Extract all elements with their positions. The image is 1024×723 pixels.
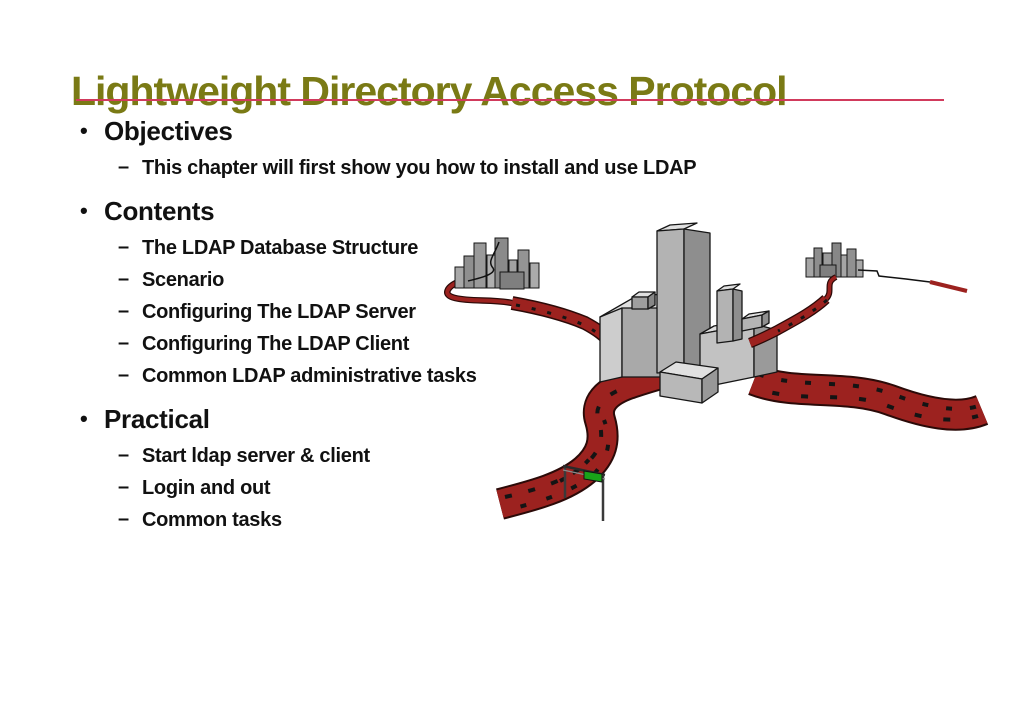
outline-item-text: Configuring The LDAP Client bbox=[142, 333, 410, 355]
outline-item-text: Practical bbox=[104, 404, 210, 434]
bullet-icon: • bbox=[80, 118, 88, 143]
outline-list: •Objectives–This chapter will first show… bbox=[0, 110, 1024, 536]
outline-item-text: Common tasks bbox=[142, 509, 282, 531]
outline-item-text: Contents bbox=[104, 196, 215, 226]
dash-icon: – bbox=[118, 156, 129, 178]
outline-item-level2: –Common LDAP administrative tasks bbox=[0, 360, 1024, 392]
slide-title: Lightweight Directory Access Protocol bbox=[71, 68, 788, 115]
bullet-icon: • bbox=[80, 198, 88, 223]
outline-item-text: The LDAP Database Structure bbox=[142, 237, 419, 259]
dash-icon: – bbox=[118, 364, 129, 386]
outline-item-text: This chapter will first show you how to … bbox=[142, 157, 697, 179]
outline-item-level2: –Configuring The LDAP Server bbox=[0, 296, 1024, 328]
outline-item-text: Start ldap server & client bbox=[142, 445, 370, 467]
dash-icon: – bbox=[118, 332, 129, 354]
outline-item-text: Scenario bbox=[142, 269, 225, 291]
outline-item-level2: –Login and out bbox=[0, 472, 1024, 504]
outline-item-level2: –Scenario bbox=[0, 264, 1024, 296]
outline-item-level2: –Start ldap server & client bbox=[0, 440, 1024, 472]
outline-item-text: Common LDAP administrative tasks bbox=[142, 365, 477, 387]
title-underline bbox=[76, 99, 944, 101]
dash-icon: – bbox=[118, 300, 129, 322]
outline-item-level2: –The LDAP Database Structure bbox=[0, 232, 1024, 264]
outline-item-level2: –Common tasks bbox=[0, 504, 1024, 536]
dash-icon: – bbox=[118, 268, 129, 290]
dash-icon: – bbox=[118, 476, 129, 498]
dash-icon: – bbox=[118, 236, 129, 258]
outline-item-level1: • Objectives bbox=[0, 110, 1024, 152]
bullet-icon: • bbox=[80, 406, 88, 431]
outline-item-text: Objectives bbox=[104, 116, 233, 146]
dash-icon: – bbox=[118, 508, 129, 530]
outline-item-text: Configuring The LDAP Server bbox=[142, 301, 416, 323]
dash-icon: – bbox=[118, 444, 129, 466]
outline-item-level1: • Contents bbox=[0, 190, 1024, 232]
outline-item-level1: • Practical bbox=[0, 398, 1024, 440]
outline-item-level2: –This chapter will first show you how to… bbox=[0, 152, 1024, 184]
outline-item-text: Login and out bbox=[142, 477, 271, 499]
outline-item-level2: –Configuring The LDAP Client bbox=[0, 328, 1024, 360]
